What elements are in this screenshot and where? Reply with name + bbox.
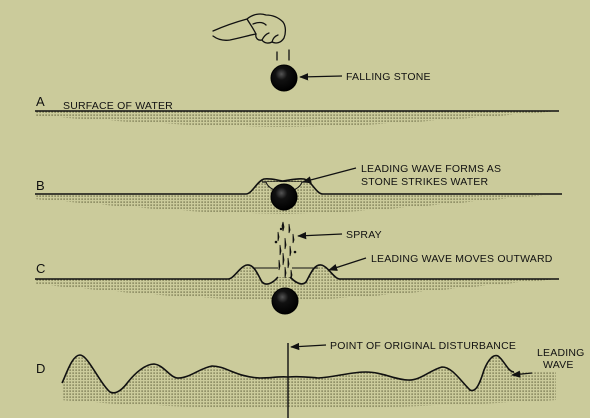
water-body-d	[62, 355, 556, 408]
panel-letter-c: C	[36, 261, 46, 276]
panel-d: POINT OF ORIGINAL DISTURBANCE LEADING WA…	[36, 340, 585, 418]
panel-letter-a: A	[36, 94, 45, 109]
leading-wave-forms-label-2: STONE STRIKES WATER	[361, 176, 489, 188]
submerging-stone	[270, 183, 298, 211]
leading-wave-label-1: LEADING	[537, 347, 585, 359]
panel-letter-b: B	[36, 178, 45, 193]
falling-motion-lines	[276, 49, 290, 61]
wave-forms-arrow	[302, 167, 357, 184]
panel-letter-d: D	[36, 361, 46, 376]
leading-wave-moves-label: LEADING WAVE MOVES OUTWARD	[371, 253, 553, 265]
water-surface-c	[35, 264, 559, 285]
origin-arrow	[290, 342, 327, 351]
panel-b: B LEADING WAVE FORMS AS STONE STRIKES WA…	[35, 163, 562, 214]
panel-c: SPRAY LEADING WAVE MOVES OUTWARD C	[35, 221, 559, 315]
water-body-a	[35, 111, 559, 127]
spray-label: SPRAY	[346, 229, 382, 241]
water-surface-b	[35, 177, 562, 195]
water-body-b	[35, 178, 562, 214]
surface-of-water-label: SURFACE OF WATER	[63, 100, 173, 112]
spray-arrow	[297, 231, 343, 240]
falling-stone	[270, 64, 298, 92]
stone-pointer-arrow	[299, 73, 343, 81]
panel-a: FALLING STONE A SURFACE OF WATER	[35, 13, 559, 127]
leading-wave-label-2: WAVE	[543, 359, 574, 371]
hand-icon	[212, 13, 287, 44]
falling-stone-label: FALLING STONE	[346, 71, 431, 83]
leading-wave-arrow	[511, 370, 533, 378]
leading-wave-forms-label-1: LEADING WAVE FORMS AS	[361, 163, 501, 175]
point-of-origin-label: POINT OF ORIGINAL DISTURBANCE	[330, 340, 516, 352]
sinking-stone	[271, 287, 299, 315]
spray-droplets	[274, 221, 297, 280]
wave-moves-arrow	[328, 257, 367, 271]
